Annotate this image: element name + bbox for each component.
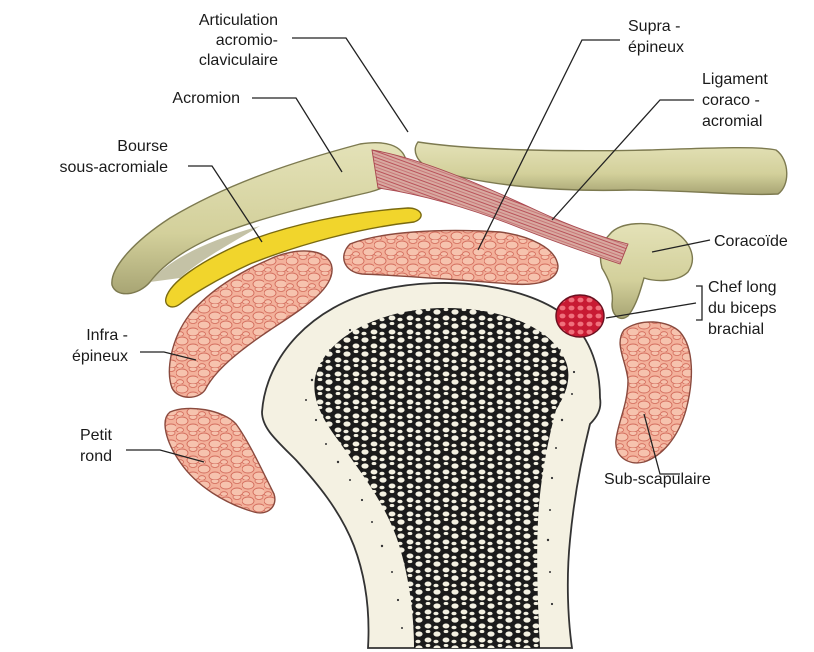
label-acromion: Acromion (172, 90, 240, 107)
label-bourse-line1: Bourse (117, 138, 168, 155)
label-articulation-line2: acromio- (216, 32, 278, 49)
label-ligament-line3: acromial (702, 113, 762, 130)
coracoid (600, 224, 692, 319)
label-petit-line2: rond (80, 448, 112, 465)
subscapularis-muscle (616, 322, 692, 463)
label-chef-line3: brachial (708, 321, 764, 338)
biceps-long-head (556, 295, 604, 337)
label-infra-line1: Infra - (86, 327, 128, 344)
label-ligament-line2: coraco - (702, 92, 760, 109)
label-bourse-line2: sous-acromiale (60, 159, 169, 176)
label-articulation-line1: Articulation (199, 12, 278, 29)
label-chef-line2: du biceps (708, 300, 777, 317)
label-articulation-line3: claviculaire (199, 52, 278, 69)
label-chef-line1: Chef long (708, 279, 777, 296)
supraspinatus-muscle (344, 231, 558, 285)
label-supra-line1: Supra - (628, 18, 680, 35)
label-petit-line1: Petit (80, 427, 113, 444)
label-infra-line2: épineux (72, 348, 128, 365)
label-sub-scapulaire: Sub-scapulaire (604, 471, 711, 488)
leader-articulation (292, 38, 408, 132)
teres-minor-muscle (165, 408, 275, 512)
label-supra-line2: épineux (628, 39, 684, 56)
label-coracoide: Coracoïde (714, 233, 788, 250)
label-ligament-line1: Ligament (702, 71, 768, 88)
